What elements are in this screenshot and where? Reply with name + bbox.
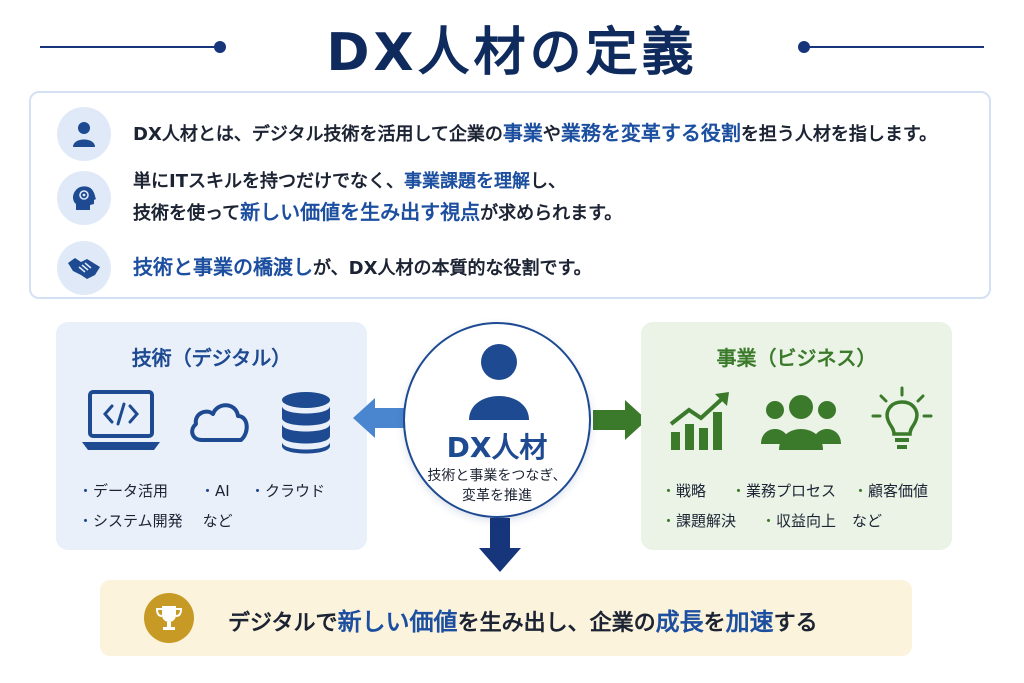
definition-row-2: 単にITスキルを持つだけでなく、事業課題を理解し、 技術を使って新しい価値を生み…: [57, 167, 622, 229]
outcome-text-3: を: [703, 611, 726, 636]
def-row2-text-3: 技術を使って: [133, 203, 241, 224]
title-dot-right: [798, 41, 810, 53]
title-rule-right: [808, 46, 984, 48]
title-area: DX人材の定義: [0, 6, 1024, 83]
tech-suffix: など: [202, 512, 233, 530]
outcome-text-4: する: [773, 611, 818, 636]
definition-row-3: 技術と事業の橋渡しが、DX人材の本質的な役割です。: [57, 241, 592, 295]
def-row1-highlight-2: 業務を変革する役割: [560, 121, 741, 145]
business-bullet: ・顧客価値: [853, 482, 929, 500]
dx-talent-name: DX人材: [446, 431, 548, 464]
definition-box: DX人材とは、デジタル技術を活用して企業の事業や業務を変革する役割を担う人材を指…: [29, 91, 991, 299]
outcome-banner: デジタルで新しい価値を生み出し、企業の成長を加速する: [100, 580, 912, 656]
dx-talent-sub-1: 技術と事業をつなぎ、: [427, 468, 567, 484]
tech-panel-title: 技術（デジタル）: [131, 346, 292, 370]
outcome-highlight-1: 新しい価値: [337, 608, 458, 636]
definition-row-1: DX人材とは、デジタル技術を活用して企業の事業や業務を変革する役割を担う人材を指…: [57, 107, 937, 161]
def-row2-highlight-2: 新しい価値を生み出す視点: [240, 200, 481, 224]
outcome-text-2: を生み出し、企業の: [457, 611, 656, 636]
arrow-to-outcome: [477, 518, 523, 576]
title-dot-left: [214, 41, 226, 53]
tech-bullet: ・データ活用: [78, 482, 169, 500]
def-row1-text-3: を担う人材を指します。: [740, 124, 938, 145]
team-icon: [759, 394, 843, 456]
def-row3-text-1: が、DX人材の本質的な役割です。: [313, 258, 592, 279]
tech-bullet: ・AI: [200, 482, 230, 500]
def-row1-highlight-1: 事業: [502, 121, 543, 145]
handshake-icon: [57, 241, 111, 295]
tech-bullet: ・クラウド: [250, 482, 326, 500]
cloud-icon: [186, 396, 252, 450]
outcome-highlight-3: 加速: [725, 608, 774, 636]
page-title: DX人材の定義: [326, 23, 698, 83]
business-bullet: ・課題解決: [661, 512, 737, 530]
arrow-to-business: [593, 398, 647, 446]
def-row3-highlight-1: 技術と事業の橋渡し: [133, 255, 313, 279]
growth-chart-icon: [669, 388, 733, 456]
trophy-icon: [144, 593, 194, 643]
business-panel-title: 事業（ビジネス）: [716, 346, 877, 370]
business-suffix: など: [852, 512, 883, 530]
dx-talent-circle: DX人材 技術と事業をつなぎ、 変革を推進: [403, 322, 591, 518]
def-row2-text-1: 単にITスキルを持つだけでなく、: [133, 171, 404, 192]
def-row2-highlight-1: 事業課題を理解: [403, 171, 530, 192]
database-icon: [278, 390, 334, 460]
def-row2-text-4: が求められます。: [480, 203, 623, 224]
tech-bullet: ・システム開発など: [78, 512, 233, 530]
business-bullet: ・戦略: [661, 482, 707, 500]
outcome-text-1: デジタルで: [228, 611, 338, 636]
lightbulb-icon: [869, 386, 935, 458]
brain-head-icon: [57, 171, 111, 225]
def-row1-text-2: や: [542, 124, 561, 145]
business-bullet: ・収益向上など: [761, 512, 883, 530]
outcome-highlight-2: 成長: [655, 608, 704, 636]
laptop-code-icon: [82, 388, 160, 456]
tech-panel: 技術（デジタル） ・データ活用 ・AI ・クラウド ・システム開発など: [56, 322, 367, 550]
person-icon: [57, 107, 111, 161]
business-bullet: ・業務プロセス: [731, 482, 837, 500]
person-icon: [469, 342, 529, 424]
dx-talent-sub-2: 変革を推進: [462, 488, 532, 504]
business-panel: 事業（ビジネス） ・戦略 ・業務プロセス ・顧客価値 ・課題解決 ・収益向上など: [641, 322, 952, 550]
title-rule-left: [40, 46, 216, 48]
arrow-to-tech: [353, 396, 407, 444]
def-row1-text-1: DX人材とは、デジタル技術を活用して企業の: [133, 124, 503, 145]
def-row2-text-2: し、: [529, 171, 566, 192]
